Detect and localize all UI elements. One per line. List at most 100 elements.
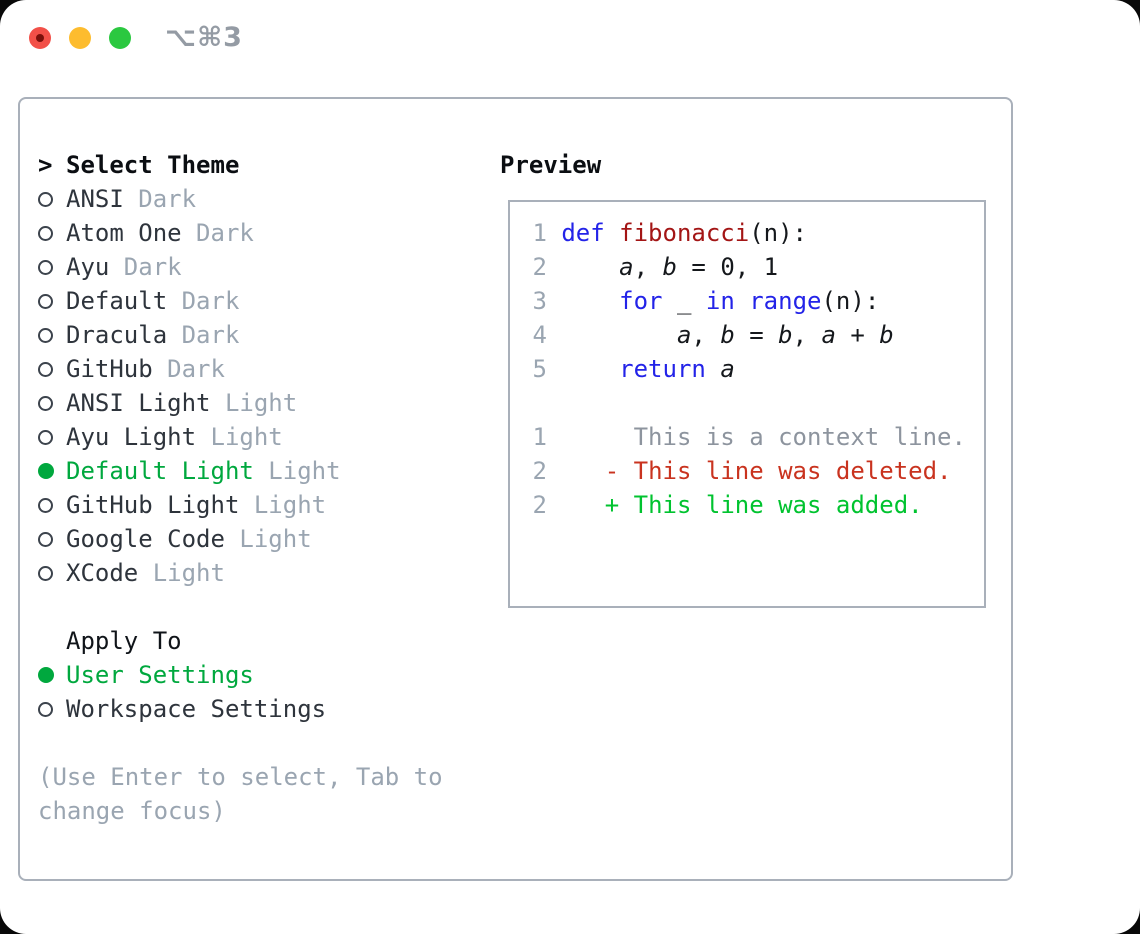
theme-option-default[interactable]: Default Dark [38, 284, 443, 318]
prompt-chevron-icon: > [38, 151, 53, 179]
code-segment-num: 5 [518, 355, 562, 383]
code-segment-var: a [619, 253, 634, 281]
code-segment-code: , [792, 321, 822, 349]
theme-name: Ayu [66, 253, 110, 281]
theme-name: Default [66, 287, 168, 315]
code-segment-code: = [734, 321, 779, 349]
radio-selected-icon [38, 667, 54, 683]
theme-option-default-light[interactable]: Default Light Light [38, 454, 443, 488]
theme-variant-badge: Dark [181, 219, 254, 247]
code-segment-code [561, 321, 677, 349]
radio-marker [38, 497, 66, 513]
code-segment-num: 3 [518, 287, 562, 315]
code-segment-code: (n): [749, 219, 807, 247]
radio-unselected-icon [38, 429, 53, 445]
code-segment-code [561, 287, 619, 315]
radio-unselected-icon [38, 293, 53, 309]
theme-option-ansi[interactable]: ANSI Dark [38, 182, 443, 216]
theme-option-github[interactable]: GitHub Dark [38, 352, 443, 386]
code-segment-code: + [835, 321, 880, 349]
radio-marker [38, 259, 66, 275]
theme-name: Ayu Light [66, 423, 197, 451]
radio-unselected-icon [38, 191, 53, 207]
radio-unselected-icon [38, 701, 53, 717]
radio-marker [38, 327, 66, 343]
apply-option-label: User Settings [66, 661, 254, 689]
theme-variant-badge: Light [253, 457, 341, 485]
theme-name: Default Light [66, 457, 254, 485]
radio-unselected-icon [38, 565, 53, 581]
theme-name: Google Code [66, 525, 225, 553]
theme-name: GitHub Light [66, 491, 240, 519]
theme-option-ansi-light[interactable]: ANSI Light Light [38, 386, 443, 420]
close-button[interactable] [29, 27, 51, 49]
spacer [38, 590, 443, 624]
radio-selected-icon [38, 463, 54, 479]
minimize-button[interactable] [69, 27, 91, 49]
radio-unselected-icon [38, 259, 53, 275]
radio-marker [38, 191, 66, 207]
code-segment-code [561, 491, 604, 519]
radio-marker [38, 701, 66, 717]
code-segment-ctx: This is a context line. [561, 423, 966, 451]
preview-line-code: 3 for _ in range(n): [518, 284, 980, 318]
theme-variant-badge: Dark [167, 321, 240, 349]
theme-variant-badge: Dark [152, 355, 225, 383]
apply-option-label: Workspace Settings [66, 695, 327, 723]
maximize-button[interactable] [109, 27, 131, 49]
code-segment-var: b [778, 321, 793, 349]
theme-option-xcode[interactable]: XCode Light [38, 556, 443, 590]
code-segment-code: , [691, 321, 721, 349]
theme-option-google-code[interactable]: Google Code Light [38, 522, 443, 556]
help-text-line-1: (Use Enter to select, Tab to [38, 763, 443, 791]
theme-option-github-light[interactable]: GitHub Light Light [38, 488, 443, 522]
theme-name: GitHub [66, 355, 153, 383]
code-segment-num: 1 [518, 423, 562, 451]
preview-lines: 1 def fibonacci(n): 2 a, b = 0, 1 3 for … [518, 216, 980, 522]
preview-line-blank [518, 386, 980, 420]
radio-marker [38, 429, 66, 445]
theme-variant-badge: Light [196, 423, 283, 451]
code-segment-code: = 0, 1 [676, 253, 779, 281]
code-segment-code [706, 355, 720, 383]
radio-marker [38, 361, 66, 377]
theme-variant-badge: Light [224, 525, 312, 553]
help-text-line-2: change focus) [38, 797, 226, 825]
window-shortcut-label: ⌥⌘3 [165, 22, 243, 53]
theme-name: Atom One [66, 219, 182, 247]
radio-marker [38, 565, 66, 581]
code-segment-num: 2 [518, 491, 562, 519]
preview-line-deleted: 2 - This line was deleted. [518, 454, 980, 488]
radio-marker [38, 463, 66, 479]
preview-line-code: 1 def fibonacci(n): [518, 216, 980, 250]
theme-name: XCode [66, 559, 139, 587]
code-segment-kw: in [705, 287, 735, 315]
code-segment-kw: def [561, 219, 620, 247]
radio-unselected-icon [38, 497, 53, 513]
code-segment-num: 2 [518, 457, 562, 485]
theme-variant-badge: Light [138, 559, 225, 587]
radio-marker [38, 395, 66, 411]
code-segment-code: , [633, 253, 663, 281]
spacer [38, 726, 443, 760]
theme-name: ANSI Light [66, 389, 211, 417]
theme-variant-badge: Light [239, 491, 327, 519]
theme-variant-badge: Dark [167, 287, 240, 315]
theme-variant-badge: Dark [109, 253, 182, 281]
apply-option-workspace-settings[interactable]: Workspace Settings [38, 692, 443, 726]
code-segment-num: 1 [518, 219, 562, 247]
preview-title: Preview [500, 151, 602, 179]
theme-option-ayu-light[interactable]: Ayu Light Light [38, 420, 443, 454]
select-theme-header: > Select Theme [38, 148, 443, 182]
code-segment-code: _ [662, 287, 706, 315]
theme-option-atom-one[interactable]: Atom One Dark [38, 216, 443, 250]
apply-option-user-settings[interactable]: User Settings [38, 658, 443, 692]
theme-option-dracula[interactable]: Dracula Dark [38, 318, 443, 352]
radio-unselected-icon [38, 531, 53, 547]
theme-option-ayu[interactable]: Ayu Dark [38, 250, 443, 284]
theme-variant-badge: Light [210, 389, 298, 417]
titlebar: ⌥⌘3 [0, 0, 1140, 76]
